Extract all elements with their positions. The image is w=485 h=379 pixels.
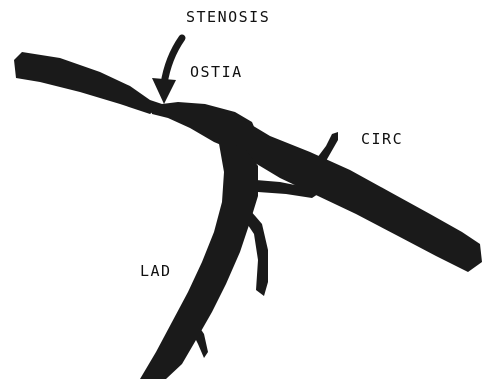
circ-label: CIRC (361, 130, 403, 148)
circumflex-vessel (236, 118, 482, 272)
lad-diagonal-branch (246, 210, 268, 296)
lad-label: LAD (140, 262, 172, 280)
curved-arrow-icon (152, 38, 182, 104)
stenosis-label: STENOSIS (186, 8, 270, 26)
ostia-label: OSTIA (190, 63, 243, 81)
left-main-proximal-vessel (14, 52, 158, 114)
